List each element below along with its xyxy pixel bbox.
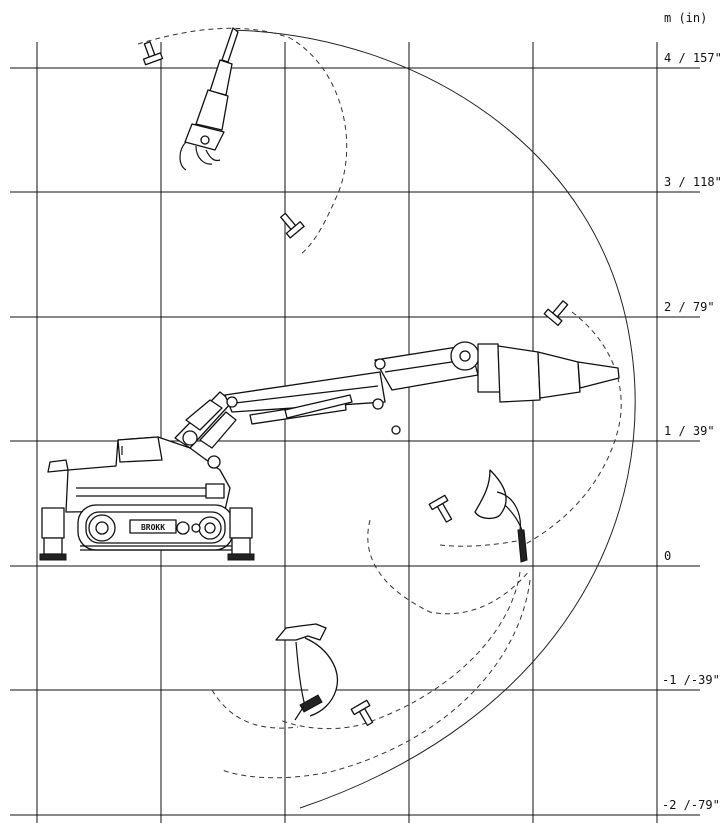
hammer-icon bbox=[350, 699, 374, 727]
y-label-m1: -1 /-39" bbox=[662, 673, 720, 687]
y-label-4: 4 / 157" bbox=[664, 51, 722, 65]
upper-tool-arc bbox=[137, 27, 348, 256]
hammer-icon bbox=[543, 300, 569, 327]
crusher-tool-lower bbox=[275, 623, 338, 721]
y-label-m2: -2 /-79" bbox=[662, 798, 720, 812]
hammer-symbols bbox=[142, 41, 569, 727]
grid bbox=[10, 42, 700, 823]
unit-label: m (in) bbox=[664, 11, 707, 25]
inner-arc-2 bbox=[439, 539, 523, 547]
boom-arm bbox=[174, 341, 620, 449]
lower-arc-3 bbox=[211, 689, 299, 729]
y-label-3: 3 / 118" bbox=[664, 175, 722, 189]
mid-right-arc bbox=[521, 311, 622, 547]
upper-breaker-tool bbox=[179, 27, 239, 171]
y-label-0: 0 bbox=[664, 549, 671, 563]
hammer-icon bbox=[428, 494, 453, 523]
reach-envelopes bbox=[137, 27, 636, 809]
machine-body bbox=[47, 399, 237, 513]
lower-arc-2 bbox=[221, 579, 531, 779]
hammer-icon bbox=[280, 212, 305, 239]
axis-labels: m (in) 4 / 157" 3 / 118" 2 / 79" 1 / 39"… bbox=[662, 11, 722, 812]
outriggers bbox=[39, 507, 255, 561]
hammer-icon bbox=[142, 41, 164, 66]
y-label-2: 2 / 79" bbox=[664, 300, 715, 314]
outer-reach-arc bbox=[231, 29, 636, 809]
inner-arc-1 bbox=[367, 519, 531, 615]
lower-arc-1 bbox=[279, 571, 521, 730]
machine-brand: BROKK bbox=[141, 523, 165, 532]
y-label-1: 1 / 39" bbox=[664, 424, 715, 438]
machine-tracks: BROKK bbox=[77, 504, 234, 551]
crusher-tool-right bbox=[474, 469, 528, 563]
